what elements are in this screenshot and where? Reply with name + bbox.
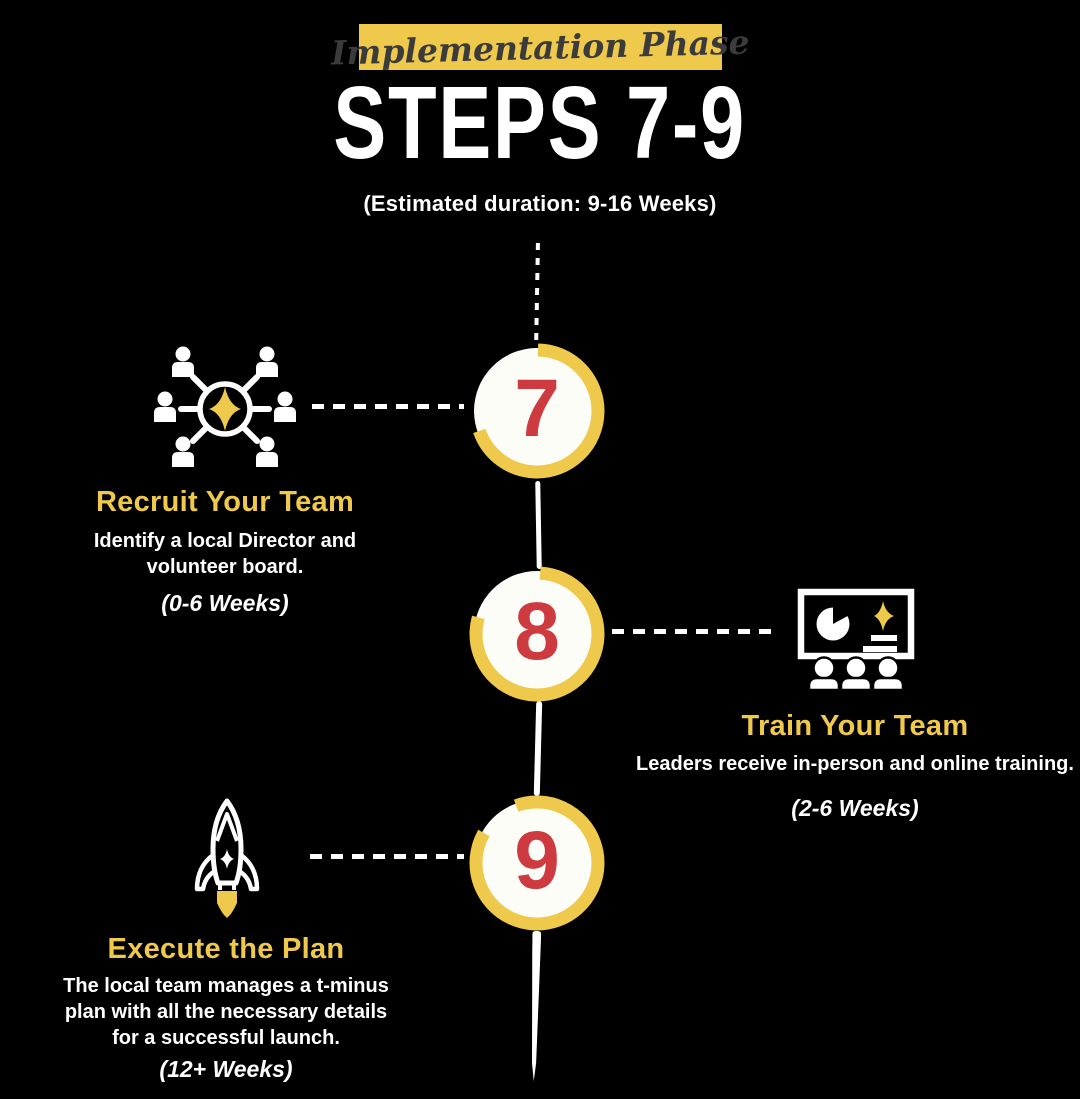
connector-step9 (310, 854, 464, 859)
step-7-description: Identify a local Director and volunteer … (93, 530, 357, 578)
rocket-icon (191, 797, 263, 934)
step-8-marker: 8 (469, 566, 605, 702)
step-9-ring (469, 795, 605, 931)
step-9-marker: 9 (469, 795, 605, 931)
step-8-disc (474, 571, 600, 697)
step-9-title: Execute the Plan (107, 933, 345, 965)
step-9-number: 9 (514, 815, 560, 906)
timeline-stroke-8-9 (533, 700, 543, 797)
step-7-number: 7 (514, 363, 560, 454)
team-network-icon (145, 346, 305, 481)
step-9-description: The local team manages a t-minus plan wi… (63, 975, 389, 1049)
training-presentation-icon (797, 588, 917, 697)
step-8-ring (469, 566, 605, 702)
step-8-description: Leaders receive in-person and online tra… (636, 753, 1074, 775)
step-9-duration: (12+ Weeks) (159, 1056, 293, 1082)
step-7-disc (474, 348, 600, 474)
step-8-number: 8 (514, 586, 560, 677)
connector-step7 (312, 404, 464, 409)
step-7-duration: (0-6 Weeks) (161, 590, 289, 616)
step-8-duration: (2-6 Weeks) (791, 795, 919, 821)
timeline-dotted-segment (534, 242, 540, 350)
step-7-title: Recruit Your Team (95, 486, 355, 518)
page-title-text: STEPS 7-9 (333, 64, 747, 181)
step-9-disc (474, 800, 600, 926)
step-7-marker: 7 (469, 343, 605, 479)
page-title: STEPS 7-9 (0, 64, 1080, 181)
connector-step8 (612, 629, 778, 634)
phase-banner: Implementation Phase (331, 22, 750, 72)
timeline-stroke-tail (530, 931, 542, 1081)
step-8-title: Train Your Team (741, 710, 969, 742)
timeline-stroke-7-8 (535, 480, 542, 570)
duration-subtitle: (Estimated duration: 9-16 Weeks) (363, 191, 717, 216)
